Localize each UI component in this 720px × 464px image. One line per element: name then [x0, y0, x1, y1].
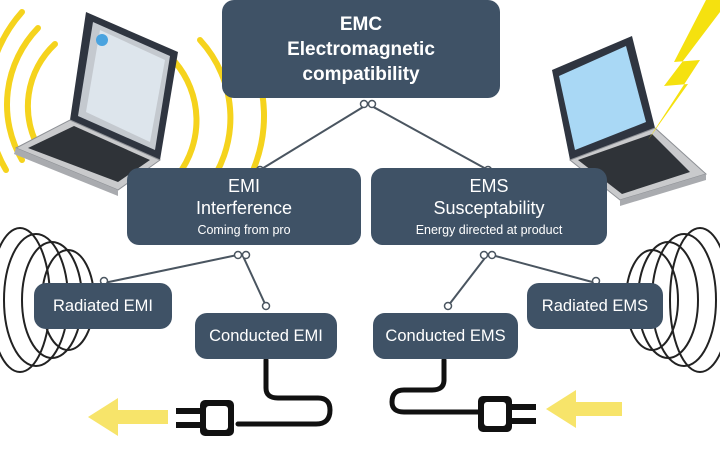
ems-box: EMS Susceptability Energy directed at pr… [371, 168, 607, 245]
emc-title: EMC [339, 13, 383, 35]
emi-title: EMI [227, 176, 260, 196]
emi-note: Coming from pro [197, 223, 291, 237]
left-plug-icon [176, 400, 234, 436]
conducted-ems-label: Conducted EMS [385, 327, 506, 345]
emc-line3: compatibility [302, 63, 420, 85]
emi-subtitle: Interference [195, 198, 293, 218]
radiated-emi-box: Radiated EMI [34, 283, 172, 329]
connectors [103, 103, 597, 307]
emc-line2: Electromagnetic [287, 38, 435, 60]
conducted-ems-box: Conducted EMS [373, 313, 518, 359]
ems-note: Energy directed at product [415, 223, 563, 237]
ems-subtitle: Susceptability [433, 198, 545, 218]
right-plug-icon [478, 396, 536, 432]
conducted-emi-label: Conducted EMI [209, 327, 323, 345]
conducted-emi-box: Conducted EMI [195, 313, 337, 359]
radiated-emi-label: Radiated EMI [53, 297, 153, 315]
radiated-ems-box: Radiated EMS [527, 283, 663, 329]
outgoing-arrow-icon [88, 398, 168, 436]
incoming-arrow-icon [546, 390, 622, 428]
radiated-ems-label: Radiated EMS [541, 297, 649, 315]
lightning-bolt-icon [648, 0, 720, 140]
ems-title: EMS [469, 176, 509, 196]
emc-box: EMC Electromagnetic compatibility [222, 0, 500, 98]
power-cables [235, 357, 481, 427]
emi-box: EMI Interference Coming from pro [127, 168, 361, 245]
